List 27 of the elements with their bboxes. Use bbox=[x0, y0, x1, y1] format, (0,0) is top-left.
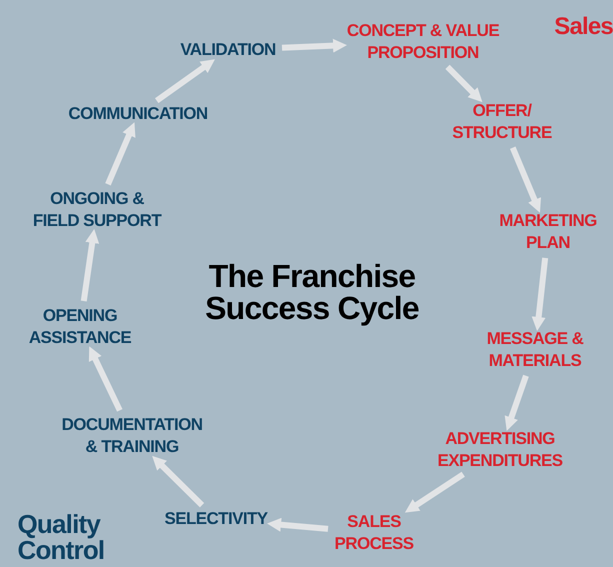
diagram-title: The Franchise Success Cycle bbox=[204, 260, 420, 324]
step-label: CONCEPT & VALUE PROPOSITION bbox=[344, 20, 502, 64]
arrow bbox=[532, 258, 548, 331]
arrow bbox=[510, 146, 542, 213]
arrow bbox=[88, 346, 122, 412]
step-label: ONGOING & FIELD SUPPORT bbox=[30, 188, 164, 232]
arrow bbox=[80, 229, 100, 302]
section-label: Sales bbox=[553, 15, 613, 39]
step-label: DOCUMENTATION & TRAINING bbox=[61, 414, 203, 458]
step-label: MESSAGE & MATERIALS bbox=[484, 328, 586, 372]
arrow bbox=[282, 38, 347, 53]
step-label: SELECTIVITY bbox=[162, 508, 270, 530]
arrow bbox=[105, 122, 136, 186]
arrow bbox=[267, 518, 328, 532]
arrow bbox=[504, 374, 529, 431]
step-label: ADVERTISING EXPENDITURES bbox=[435, 428, 565, 472]
step-label: COMMUNICATION bbox=[66, 103, 210, 125]
arrow bbox=[404, 472, 465, 513]
step-label: MARKETING PLAN bbox=[497, 210, 599, 254]
arrow bbox=[155, 59, 215, 104]
step-label: OPENING ASSISTANCE bbox=[26, 305, 134, 349]
step-label: SALES PROCESS bbox=[332, 511, 416, 555]
step-label: OFFER/ STRUCTURE bbox=[450, 100, 554, 144]
arrow bbox=[152, 456, 204, 508]
section-label: Quality Control bbox=[18, 511, 106, 563]
arrow bbox=[445, 64, 482, 102]
step-label: VALIDATION bbox=[178, 39, 278, 61]
